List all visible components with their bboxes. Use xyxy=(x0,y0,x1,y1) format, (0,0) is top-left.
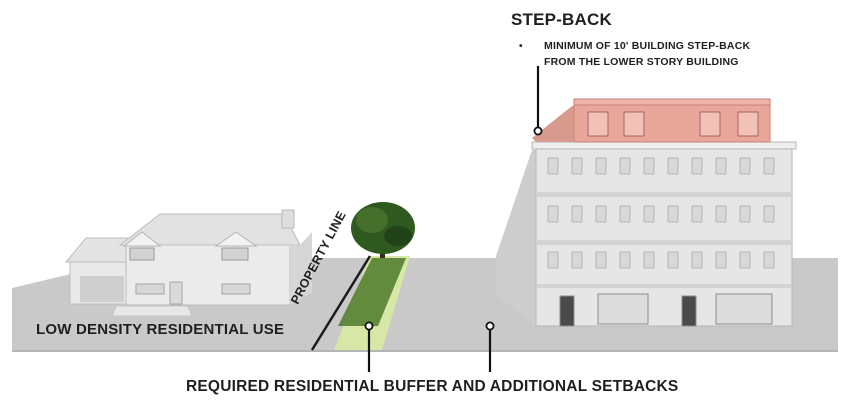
step-back-note-line-2: FROM THE LOWER STORY BUILDING xyxy=(544,56,739,68)
building-floor-band xyxy=(536,192,792,197)
buffer-grass xyxy=(338,258,406,326)
house-side-wall xyxy=(290,232,312,305)
mid-rise-building xyxy=(496,141,797,327)
building-cornice xyxy=(531,141,797,150)
building-storefronts xyxy=(559,293,773,327)
building-window-rows xyxy=(547,157,775,269)
setback-leader-dot xyxy=(485,321,495,331)
house-window xyxy=(221,283,251,295)
house-door xyxy=(169,281,183,305)
step-back-upper-story xyxy=(532,98,771,143)
house-window xyxy=(129,247,155,261)
property-line xyxy=(310,255,372,351)
building-side-facade xyxy=(496,150,536,326)
buffer-leader-dot xyxy=(364,321,374,331)
ground-front-edge xyxy=(12,350,838,352)
step-back-side xyxy=(532,106,578,142)
house-window xyxy=(135,283,165,295)
house-dormer-2 xyxy=(214,231,258,247)
building-floor-band xyxy=(536,240,792,245)
step-back-bullet: • xyxy=(519,41,523,52)
step-back-windows xyxy=(587,111,759,137)
house-window xyxy=(221,247,249,261)
buffer-setbacks-label: REQUIRED RESIDENTIAL BUFFER AND ADDITION… xyxy=(186,378,679,395)
tree-canopy-shade xyxy=(384,226,412,246)
tree-canopy-highlight xyxy=(356,207,388,233)
house-dormer-1 xyxy=(122,231,162,247)
house-porch-slab xyxy=(111,305,193,317)
low-density-label: LOW DENSITY RESIDENTIAL USE xyxy=(36,321,285,338)
house-garage-door xyxy=(80,276,124,302)
step-back-note-line-1: MINIMUM OF 10' BUILDING STEP-BACK xyxy=(544,40,751,52)
step-back-title: STEP-BACK xyxy=(511,10,612,29)
building-floor-band xyxy=(536,284,792,288)
low-density-house xyxy=(64,209,312,317)
step-back-leader-dot xyxy=(533,126,543,136)
house-chimney xyxy=(281,209,295,229)
step-back-parapet xyxy=(573,98,771,106)
